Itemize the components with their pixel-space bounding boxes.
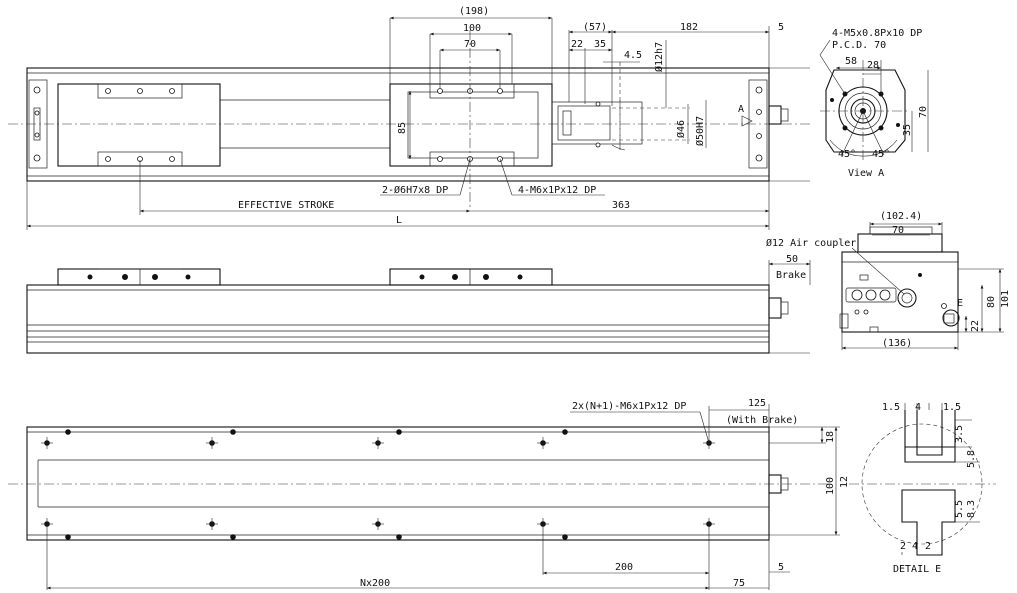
bottom-dim-18: 18 bbox=[825, 431, 836, 443]
detail-e-title: DETAIL E bbox=[893, 564, 941, 575]
view-a-angle-right: 45° bbox=[872, 149, 890, 160]
end-dim-136: (136) bbox=[882, 338, 912, 349]
effective-stroke-label: EFFECTIVE STROKE bbox=[238, 200, 334, 211]
bottom-dim-75: 75 bbox=[733, 578, 745, 589]
dim-70: 70 bbox=[464, 39, 476, 50]
side-left-carriage bbox=[57, 268, 221, 286]
detail-dim-8-3: 8.3 bbox=[966, 500, 977, 518]
end-dim-80: 80 bbox=[986, 296, 997, 308]
view-a-pcd: P.C.D. 70 bbox=[832, 40, 886, 51]
dim-phi50h7: Ø50H7 bbox=[694, 116, 706, 146]
bottom-dim-12: 12 bbox=[839, 476, 850, 488]
view-a-arrow-icon bbox=[741, 115, 753, 127]
detail-e: 1.5 4 1.5 3.5 5.8 5.5 8.3 2 4 2 DETAIL E bbox=[849, 402, 996, 575]
end-detail-e-marker: E bbox=[957, 298, 963, 309]
end-view: (102.4) 70 Ø12 Air coupler E 101 80 22 (… bbox=[766, 211, 1011, 350]
view-a-dim-58: 58 bbox=[845, 56, 857, 67]
end-air-coupler-callout: Ø12 Air coupler bbox=[766, 237, 856, 249]
detail-dim-5-5: 5.5 bbox=[954, 500, 965, 518]
detail-dim-2-right: 2 bbox=[925, 541, 931, 552]
end-dim-101: 101 bbox=[1000, 290, 1011, 308]
detail-dim-3-5: 3.5 bbox=[954, 425, 965, 443]
top-view: A (198) 100 70 (57) 22 35 182 5 4.5 Ø12h… bbox=[8, 6, 810, 230]
dim-phi46: Ø46 bbox=[675, 120, 687, 138]
bottom-dim-200: 200 bbox=[615, 562, 633, 573]
view-a-dim-70: 70 bbox=[918, 106, 929, 118]
dim-5: 5 bbox=[778, 22, 784, 33]
bottom-with-brake: (With Brake) bbox=[726, 415, 798, 426]
view-a: 45° 45° 4-M5x0.8Px10 DP P.C.D. 70 58 28 … bbox=[819, 28, 929, 179]
bottom-dim-5: 5 bbox=[778, 562, 784, 573]
dim-182: 182 bbox=[680, 22, 698, 33]
detail-dim-1-5-left: 1.5 bbox=[882, 402, 900, 413]
dim-198: (198) bbox=[459, 6, 489, 17]
dim-4-5: 4.5 bbox=[624, 50, 642, 61]
side-dim-50: 50 bbox=[786, 254, 798, 265]
side-main-carriage bbox=[389, 268, 553, 286]
end-dim-22: 22 bbox=[970, 320, 981, 332]
end-dim-102-4: (102.4) bbox=[880, 211, 922, 222]
callout-dowel: 2-Ø6H7x8 DP bbox=[382, 184, 448, 196]
view-arrow-label: A bbox=[738, 104, 744, 115]
dim-100: 100 bbox=[463, 23, 481, 34]
detail-dim-4: 4 bbox=[915, 402, 921, 413]
view-a-dim-35: 35 bbox=[902, 124, 913, 136]
callout-tap: 4-M6x1Px12 DP bbox=[518, 185, 596, 196]
detail-dim-4-bottom: 4 bbox=[912, 541, 918, 552]
side-view: 50 Brake bbox=[26, 254, 811, 354]
view-a-callout: 4-M5x0.8Px10 DP bbox=[832, 28, 922, 39]
bottom-callout: 2x(N+1)-M6x1Px12 DP bbox=[572, 401, 686, 412]
bottom-dim-nx200: Nx200 bbox=[360, 578, 390, 589]
dim-l: L bbox=[396, 215, 402, 226]
side-body-outline bbox=[26, 284, 770, 354]
detail-dim-1-5-right: 1.5 bbox=[943, 402, 961, 413]
view-a-angle-left: 45° bbox=[838, 149, 856, 160]
dim-363: 363 bbox=[612, 200, 630, 211]
bottom-dim-100: 100 bbox=[825, 477, 836, 495]
bottom-body-outline bbox=[26, 426, 770, 541]
dim-57: (57) bbox=[583, 22, 607, 33]
dim-35: 35 bbox=[594, 39, 606, 50]
main-carriage bbox=[389, 83, 553, 167]
detail-dim-2-left: 2 bbox=[900, 541, 906, 552]
dim-85: 85 bbox=[397, 122, 408, 134]
side-brake-label: Brake bbox=[776, 270, 806, 281]
view-a-dim-28: 28 bbox=[867, 60, 879, 71]
dim-22: 22 bbox=[571, 39, 583, 50]
detail-dim-5-8: 5.8 bbox=[966, 450, 977, 468]
view-a-title: View A bbox=[848, 168, 884, 179]
bottom-dim-125: 125 bbox=[748, 398, 766, 409]
dim-phi12h7: Ø12h7 bbox=[653, 42, 665, 72]
end-dim-70: 70 bbox=[892, 225, 904, 236]
bottom-view: 2x(N+1)-M6x1Px12 DP 125 (With Brake) 18 … bbox=[8, 398, 850, 590]
left-carriage bbox=[57, 83, 221, 167]
